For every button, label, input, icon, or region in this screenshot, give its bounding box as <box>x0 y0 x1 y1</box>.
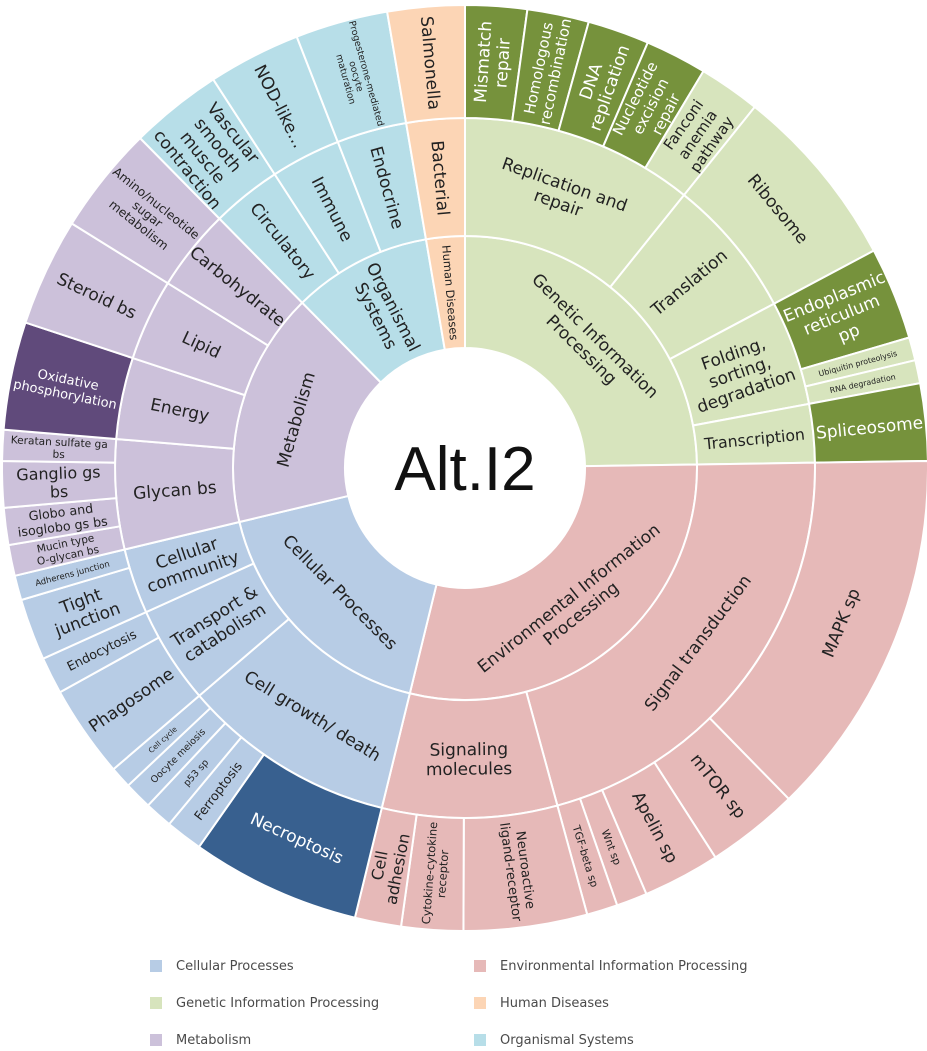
legend-swatch <box>474 960 486 972</box>
legend-swatch <box>474 997 486 1009</box>
center-hole <box>347 350 583 586</box>
legend-item-human-diseases: Human Diseases <box>474 992 609 1014</box>
label-ganglio-gs-bs: Ganglio gsbs <box>16 462 101 502</box>
legend: Cellular Processes Environmental Informa… <box>150 955 850 1050</box>
chart-title: Alt.I2 <box>394 435 535 504</box>
legend-item-genetic-information-processing: Genetic Information Processing <box>150 992 379 1014</box>
legend-label: Genetic Information Processing <box>176 995 380 1011</box>
legend-swatch <box>150 1034 162 1046</box>
legend-label: Human Diseases <box>500 995 609 1011</box>
legend-label: Organismal Systems <box>500 1032 634 1048</box>
legend-label: Metabolism <box>176 1032 252 1048</box>
legend-swatch <box>150 960 162 972</box>
sector-salmonella <box>385 3 466 125</box>
legend-item-cellular-processes: Cellular Processes <box>150 955 294 977</box>
label-keratan-sulfate-ga-bs: Keratan sulfate gabs <box>10 434 108 463</box>
legend-item-environmental-information-processing: Environmental Information Processing <box>474 955 748 977</box>
sunburst-svg: Genetic InformationProcessingReplication… <box>1 3 927 933</box>
label-signaling-molecules: Signalingmolecules <box>426 740 513 781</box>
legend-swatch <box>474 1034 486 1046</box>
legend-swatch <box>150 997 162 1009</box>
legend-item-metabolism: Metabolism <box>150 1029 251 1051</box>
legend-item-organismal-systems: Organismal Systems <box>474 1029 634 1051</box>
legend-label: Environmental Information Processing <box>500 958 748 974</box>
legend-label: Cellular Processes <box>176 958 294 974</box>
